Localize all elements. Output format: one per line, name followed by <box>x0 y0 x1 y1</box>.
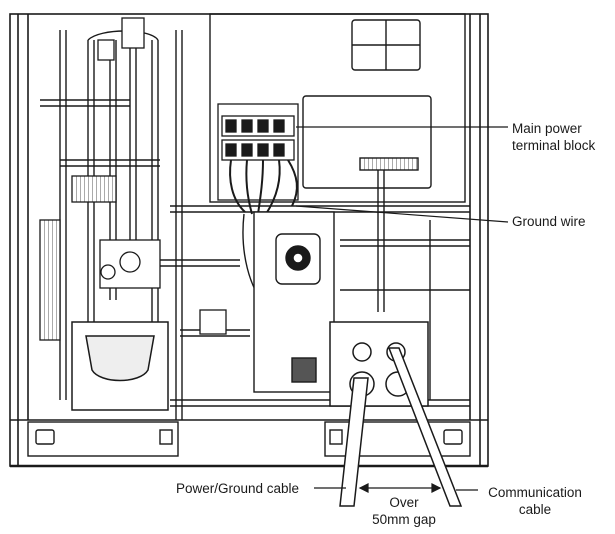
compressor <box>253 211 335 393</box>
ground-wire-label-text: Ground wire <box>512 214 586 229</box>
main-power-terminal-block-label: Main power terminal block <box>512 120 595 154</box>
power-ground-cable-label: Power/Ground cable <box>176 480 299 497</box>
main-power-terminal-block <box>217 103 299 201</box>
base-rail <box>27 421 471 457</box>
communication-label-line2: cable <box>518 502 552 517</box>
gap-label: Over 50mm gap <box>364 494 444 528</box>
gap-label-line2: 50mm gap <box>372 512 436 527</box>
communication-label-line1: Communication <box>488 485 582 500</box>
main-power-label-line1: Main power <box>512 121 582 136</box>
ground-wire-label: Ground wire <box>512 213 586 230</box>
leader-lines <box>295 126 509 491</box>
leader-ground-wire <box>295 205 509 223</box>
accumulator <box>71 321 169 411</box>
communication-wire <box>377 170 385 312</box>
valves <box>39 17 227 341</box>
gap-dimension <box>358 483 442 493</box>
main-power-label-line2: terminal block <box>512 138 596 153</box>
power-ground-cable <box>339 377 369 507</box>
power-wires <box>229 159 298 215</box>
communication-cable <box>387 347 463 507</box>
control-box <box>209 13 466 203</box>
communication-cable-label: Communication cable <box>476 484 594 518</box>
power-ground-cable-label-text: Power/Ground cable <box>176 481 300 496</box>
gap-label-line1: Over <box>389 495 419 510</box>
